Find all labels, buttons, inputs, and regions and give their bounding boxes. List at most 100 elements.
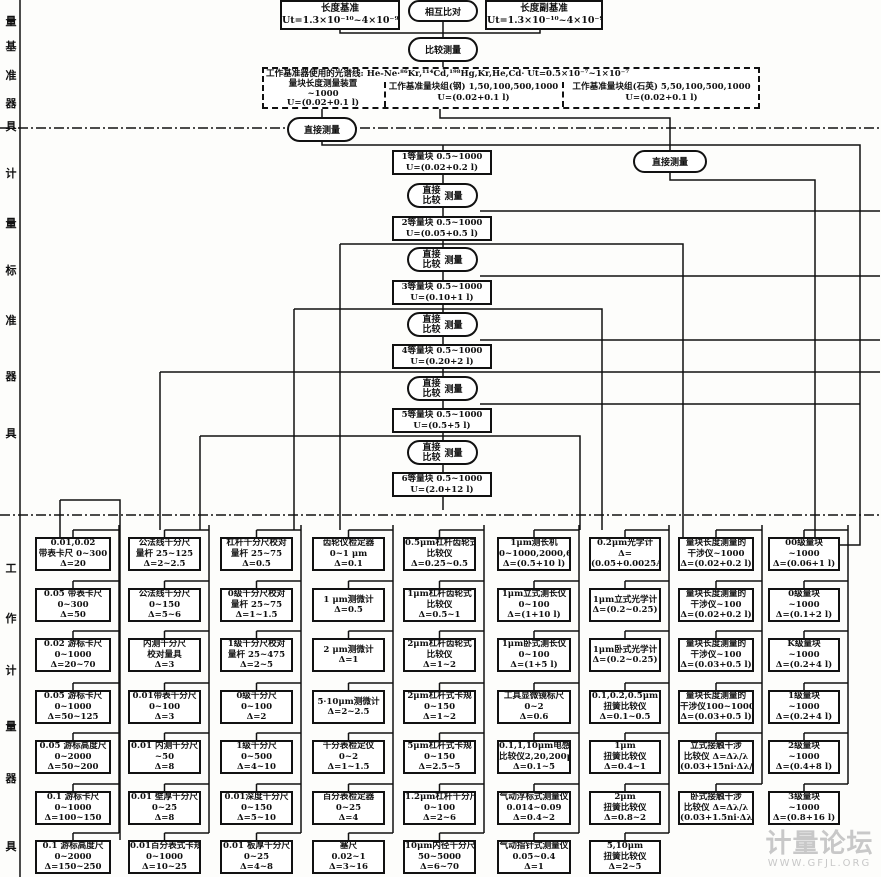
node-label-direct: 直接	[422, 378, 441, 389]
instrument-line: ~1000	[788, 802, 820, 813]
instrument-line: 0~1000	[54, 802, 92, 813]
instrument-line: 百分表检定器	[322, 792, 375, 803]
instrument-line: 00级量块	[785, 538, 823, 549]
instrument-line: 5,10μm	[606, 841, 644, 852]
instrument-line: 1μm卧式光学计	[592, 644, 658, 655]
box-title: 长度副基准	[520, 3, 568, 14]
instrument-line: Δ=(0.2~0.25)	[592, 605, 658, 615]
instrument-line: Δ=(0.1+2 l)	[775, 610, 833, 621]
instrument-line: Δ=(1+5 l)	[510, 660, 558, 671]
grade-title: 5等量块 0.5~1000	[401, 410, 483, 420]
instrument-line: Δ=50	[60, 610, 86, 621]
watermark-url: WWW.GFJL.ORG	[767, 858, 872, 869]
instrument-line: 1μm杠杆齿轮式	[407, 589, 472, 600]
instrument-line: 0~150	[423, 701, 456, 712]
instrument-line: 0~25	[335, 802, 362, 813]
sidebar-label: 器	[5, 772, 17, 785]
instrument-line: 5μm杠杆式卡规	[407, 741, 472, 752]
node-label-measure: 测量	[444, 449, 463, 459]
node-label: 相互比对	[424, 7, 461, 18]
grade-uncertainty: U=(0.20+2 l)	[410, 356, 474, 367]
instrument-line: 0.1,1,10μm电感	[499, 741, 571, 752]
instrument-line: 0~1 μm	[329, 548, 368, 559]
instrument-line: Δ=(0.8+16 l)	[772, 813, 836, 824]
instrument-line: 0~150	[148, 599, 181, 610]
node-label-measure: 测量	[444, 385, 463, 395]
instrument-line: 0~1000	[145, 851, 184, 862]
node-label-direct: 直接	[422, 314, 441, 325]
instrument-line: Δ=(0.2+4 l)	[775, 660, 833, 671]
direct-measurement-node-right: 直接测量	[633, 150, 707, 173]
sidebar-label: 器	[5, 370, 17, 383]
instrument-line: 量块长度测量的	[685, 691, 747, 702]
instrument-line: 2μm杠杆齿轮式	[407, 639, 472, 650]
instrument-line: 2μm杠杆式卡规	[407, 691, 472, 702]
instrument-line: Δ=(0.5+10 l)	[502, 559, 566, 570]
instrument-line: Δ=6~70	[419, 862, 459, 873]
instrument-line: 工具显微镜标尺	[503, 691, 565, 702]
box-uncertainty: Ut=1.3×10⁻¹⁰~4×10⁻⁹	[487, 15, 603, 26]
instrument-line: Δ=2~2.5	[327, 707, 370, 717]
direct-comparison-measurement-node: 直接比较测量	[407, 376, 478, 401]
instrument-line: (0.05+0.0025A)	[591, 559, 661, 570]
instrument-line: 0~1000	[54, 649, 92, 660]
instrument-line: 扭簧比较仪	[603, 802, 647, 813]
instrument-line: 扭簧比较仪	[603, 701, 647, 712]
instrument-line: Δ=2~5	[608, 862, 642, 873]
instrument-line: 0.014~0.09	[506, 802, 562, 813]
instrument-line: 比较仪	[426, 599, 453, 610]
instrument-line: 0~150	[240, 802, 273, 813]
node-label-direct: 直接	[422, 442, 441, 453]
instrument-line: K级量块	[787, 639, 821, 650]
instrument-line: 校对量具	[147, 649, 182, 660]
instrument-line: 1.2μm杠杆千分尺	[405, 792, 476, 803]
instrument-line: 0~150	[423, 751, 456, 762]
instrument-line: 0~1000	[54, 701, 92, 712]
grade-title: 3等量块 0.5~1000	[401, 282, 483, 292]
node-label-measure: 测量	[444, 256, 463, 266]
instrument-line: ~50	[154, 751, 175, 762]
instrument-line: Δ=2~6	[422, 813, 457, 824]
sidebar-label: 器	[5, 97, 17, 110]
node-label-stack: 直接比较	[422, 379, 440, 399]
sidebar-label: 具	[5, 427, 17, 440]
instrument-line: 2μm	[614, 792, 636, 803]
instrument-line: 量块长度测量的	[685, 589, 747, 600]
node-label: 直接测量	[303, 126, 340, 136]
instrument-line: 0~1000,2000,6000	[499, 548, 569, 559]
node-label: 直接测量	[651, 158, 688, 168]
instrument-line: 1μm测长机	[510, 538, 558, 549]
instrument-line: 0~2000	[54, 751, 92, 762]
instrument-line: Δ=0.5	[334, 605, 363, 615]
grade-uncertainty: U=(0.02+0.2 l)	[405, 162, 479, 173]
sidebar-label: 准	[5, 314, 17, 327]
line: 工作基准量块组(石英) 5,50,100,500,1000	[572, 82, 751, 92]
instrument-line: 0~25	[243, 851, 270, 862]
line: 工作基准量块组(钢) 1,50,100,500,1000	[388, 82, 559, 92]
instrument-line: 干涉仪~1000	[687, 548, 745, 559]
instrument-line: 1 μm测微计	[323, 594, 374, 605]
grade-uncertainty: U=(2.0+12 l)	[410, 484, 474, 495]
sidebar-label: 量	[5, 15, 17, 28]
direct-comparison-measurement-node: 直接比较测量	[407, 440, 478, 465]
instrument-line: Δ=(0.03+0.5 l)	[680, 660, 752, 671]
instrument-line: Δ=3	[154, 660, 175, 671]
